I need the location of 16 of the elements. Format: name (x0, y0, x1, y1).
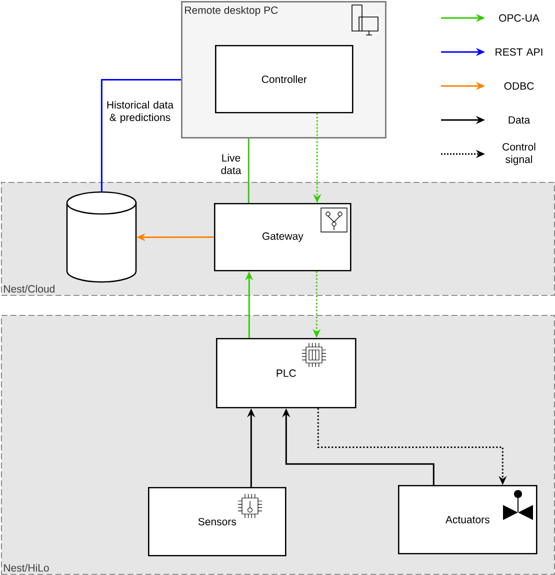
edge-label: Live data (221, 154, 242, 174)
legend-label: Data (508, 116, 530, 124)
legend-label: Control signal (502, 142, 536, 166)
frame-title: Remote desktop PC (185, 6, 278, 16)
process-box: PLC (216, 338, 356, 408)
legend-label: REST API (496, 48, 542, 56)
legend-label: ODBC (504, 82, 534, 90)
zone-label: Nest/HiLo (4, 564, 49, 572)
database-cylinder (66, 191, 137, 283)
process-box: Actuators (398, 485, 538, 554)
process-box: Gateway (214, 203, 352, 272)
process-box: Controller (215, 45, 354, 114)
legend-label: OPC-UA (499, 14, 540, 22)
process-box: Sensors (148, 487, 286, 556)
zone-label: Nest/Cloud (4, 284, 54, 293)
edge-label: Historical data & predictions (107, 100, 174, 124)
